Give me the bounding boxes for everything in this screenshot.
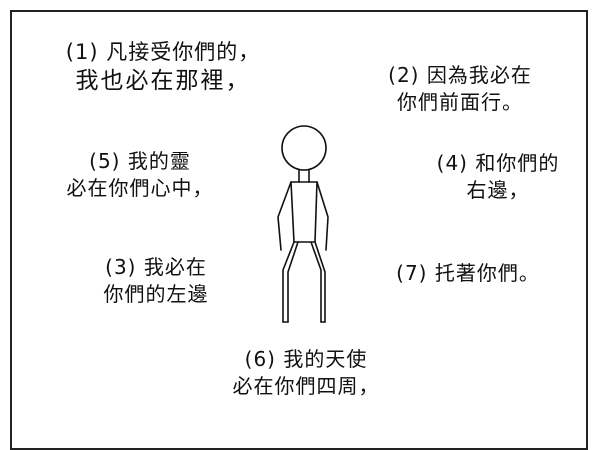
figure-right-leg	[310, 241, 326, 323]
caption-7: (7) 托著你們。	[368, 260, 568, 287]
caption-1: (1) 凡接受你們的， 我也必在那裡，	[28, 38, 298, 97]
caption-7-line-1: (7) 托著你們。	[396, 261, 540, 285]
caption-1-line-2: 我也必在那裡，	[75, 68, 251, 95]
figure-neck	[298, 169, 310, 183]
caption-5: (5) 我的靈 必在你們心中，	[40, 148, 240, 202]
figure-left-arm	[277, 181, 292, 251]
figure-left-leg	[282, 241, 299, 323]
figure-right-arm	[316, 181, 329, 251]
caption-6-line-1: (6) 我的天使	[244, 347, 368, 371]
caption-2-line-1: (2) 因為我必在	[388, 63, 532, 87]
figure-head	[281, 125, 327, 171]
caption-3-line-1: (3) 我必在	[105, 255, 207, 279]
caption-5-line-1: (5) 我的靈	[89, 149, 191, 173]
caption-6-line-2: 必在你們四周，	[232, 374, 380, 398]
caption-4-line-1: (4) 和你們的	[436, 151, 560, 175]
stick-figure	[277, 125, 329, 323]
caption-3-line-2: 你們的左邊	[103, 282, 209, 306]
caption-3: (3) 我必在 你們的左邊	[56, 254, 256, 308]
caption-4: (4) 和你們的 右邊，	[398, 150, 598, 204]
caption-1-line-1: (1) 凡接受你們的，	[65, 40, 261, 64]
caption-6: (6) 我的天使 必在你們四周，	[206, 346, 406, 400]
caption-2-line-2: 你們前面行。	[397, 90, 523, 114]
caption-4-line-2: 右邊，	[466, 178, 530, 202]
caption-2: (2) 因為我必在 你們前面行。	[360, 62, 560, 116]
figure-torso	[290, 181, 318, 243]
caption-5-line-2: 必在你們心中，	[66, 176, 214, 200]
